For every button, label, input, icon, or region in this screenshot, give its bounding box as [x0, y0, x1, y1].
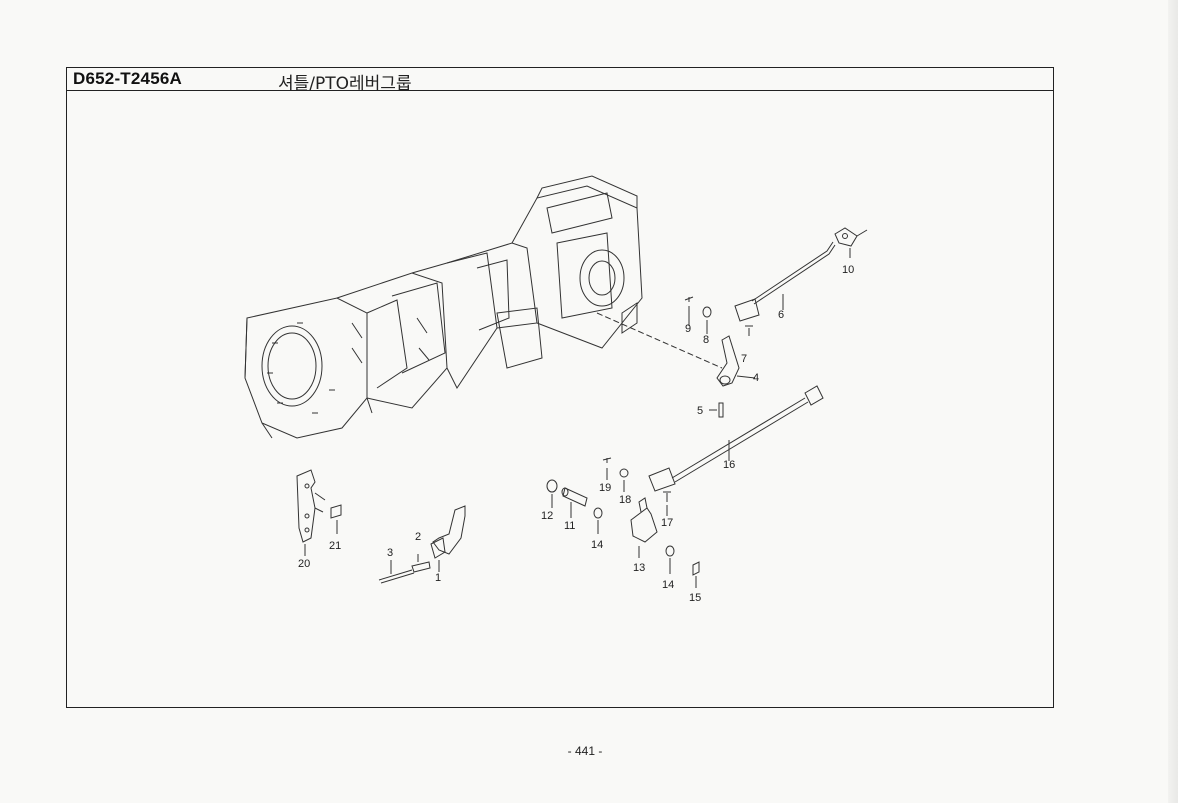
- callout-8: 8: [703, 334, 709, 346]
- part-16-rod: [648, 385, 824, 492]
- callout-9: 9: [685, 323, 691, 335]
- callout-13: 13: [633, 562, 645, 574]
- diagram-frame: D652-T2456A 셔틀/PTO레버그룹: [66, 67, 1054, 708]
- callout-10: 10: [842, 264, 854, 276]
- callout-20: 20: [298, 558, 310, 570]
- callout-4: 4: [753, 372, 759, 384]
- assembly-dashline: [596, 312, 723, 369]
- exploded-parts-diagram: 1 2 3 4 5 6 7 8 9 10 11 12 13 14 14 15 1…: [244, 175, 868, 604]
- parts-20-21-plate: [296, 469, 342, 556]
- callout-7: 7: [741, 353, 747, 365]
- callout-11: 11: [564, 520, 575, 532]
- callout-16: 16: [723, 459, 735, 471]
- part-10-bracket: [834, 227, 868, 258]
- scan-edge: [1168, 0, 1178, 803]
- part-group-title: 셔틀/PTO레버그룹: [278, 74, 412, 94]
- callout-18: 18: [619, 494, 631, 506]
- part-5-pin: [709, 402, 724, 418]
- callout-19: 19: [599, 482, 611, 494]
- parts-12-11-shaft: [546, 479, 588, 518]
- parts-19-18-17-fasteners: [602, 457, 671, 516]
- page-number: - 441 -: [567, 744, 603, 758]
- parts-9-8-7-fasteners: [684, 296, 753, 336]
- callout-5: 5: [697, 405, 703, 417]
- callout-17: 17: [661, 517, 673, 529]
- callout-21: 21: [329, 540, 341, 552]
- callout-15: 15: [689, 592, 701, 604]
- callout-12: 12: [541, 510, 553, 522]
- callout-3: 3: [387, 547, 393, 559]
- part-4-lever: [716, 335, 756, 387]
- transmission-housing: [244, 175, 643, 439]
- part-group-code: D652-T2456A: [73, 69, 182, 88]
- part-13-fork: [630, 497, 658, 558]
- callout-14b: 14: [662, 579, 674, 591]
- header-bar: D652-T2456A 셔틀/PTO레버그룹: [67, 68, 1053, 94]
- parts-1-2-3-lever: [378, 505, 466, 584]
- callout-14a: 14: [591, 539, 603, 551]
- callout-2: 2: [415, 531, 421, 543]
- callout-6: 6: [778, 309, 784, 321]
- part-6-rod: [734, 241, 836, 322]
- callout-1: 1: [435, 572, 441, 584]
- callout-labels: 1 2 3 4 5 6 7 8 9 10 11 12 13 14 14 15 1…: [298, 264, 854, 604]
- parts-14-15-washers: [593, 507, 700, 588]
